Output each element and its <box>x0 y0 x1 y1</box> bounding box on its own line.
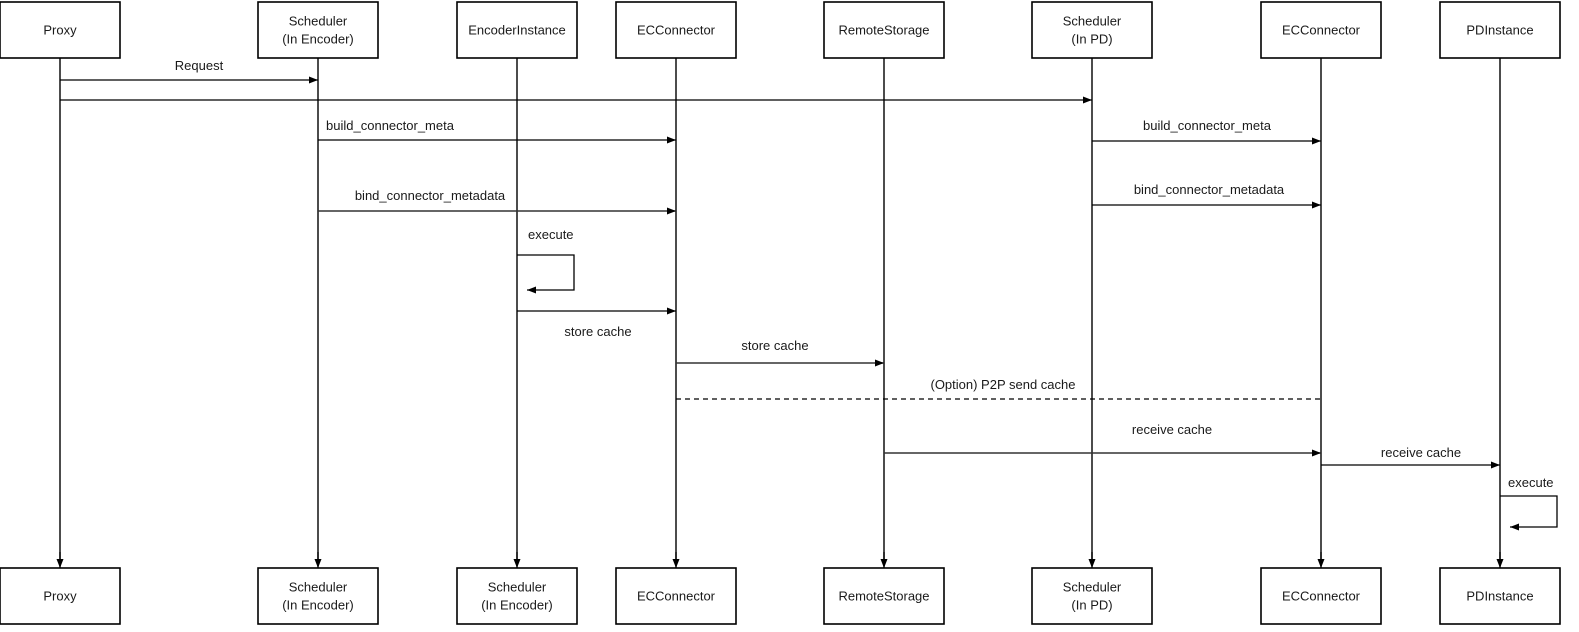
participant-header-box-encoder_inst[interactable] <box>456 1 578 59</box>
participant-header-label-ecconn_pd: ECConnector <box>1282 22 1361 37</box>
participant-footer-label-proxy: Proxy <box>43 588 77 603</box>
self-messages-layer: execute execute <box>517 227 1558 531</box>
message-label-m9: (Option) P2P send cache <box>930 377 1075 392</box>
participant-headers-layer: Proxy Scheduler (In Encoder) EncoderInstanc… <box>0 1 1561 59</box>
message-label-m11: receive cache <box>1381 445 1461 460</box>
participant-header-label-remote_store: RemoteStorage <box>838 22 929 37</box>
participant-footer-label-remote_store: RemoteStorage <box>838 588 929 603</box>
participant-footer-box-ecconn_pd[interactable] <box>1260 567 1382 625</box>
message-label-m3: build_connector_meta <box>326 118 455 133</box>
participant-footer-remote_store[interactable]: RemoteStorage <box>823 567 945 625</box>
participant-header-remote_store[interactable]: RemoteStorage <box>823 1 945 59</box>
participant-footers-layer: Proxy Scheduler (In Encoder) Scheduler (In E… <box>0 567 1561 625</box>
message-label-m7: store cache <box>564 324 631 339</box>
participant-header-encoder_inst[interactable]: EncoderInstance <box>456 1 578 59</box>
participant-header-sched_pd[interactable]: Scheduler (In PD) <box>1031 1 1153 59</box>
participant-header-box-sched_pd[interactable] <box>1031 1 1153 59</box>
participant-footer-pd_inst[interactable]: PDInstance <box>1439 567 1561 625</box>
participant-footer-box-ecconn_enc[interactable] <box>615 567 737 625</box>
participant-header-pd_inst[interactable]: PDInstance <box>1439 1 1561 59</box>
participant-header-box-ecconn_enc[interactable] <box>615 1 737 59</box>
message-label-m1: Request <box>175 58 224 73</box>
participant-header-box-sched_enc[interactable] <box>257 1 379 59</box>
participant-header-sched_enc[interactable]: Scheduler (In Encoder) <box>257 1 379 59</box>
self-message-label-s1: execute <box>528 227 574 242</box>
participant-header-label-line2-sched_enc: (In Encoder) <box>282 31 354 46</box>
participant-footer-label-line1-sched_pd: Scheduler <box>1063 579 1122 594</box>
participant-footer-box-sched_pd[interactable] <box>1031 567 1153 625</box>
participant-header-label-proxy: Proxy <box>43 22 77 37</box>
participant-header-box-proxy[interactable] <box>0 1 121 59</box>
participant-footer-label-ecconn_enc: ECConnector <box>637 588 716 603</box>
participant-header-box-remote_store[interactable] <box>823 1 945 59</box>
self-message-loop-s2 <box>1500 495 1558 531</box>
message-label-m4: build_connector_meta <box>1143 118 1272 133</box>
self-message-loop-s1 <box>517 254 575 294</box>
participant-footer-label-line2-encoder_inst: (In Encoder) <box>481 597 553 612</box>
participant-footer-encoder_inst[interactable]: Scheduler (In Encoder) <box>456 567 578 625</box>
participant-header-label-line2-sched_pd: (In PD) <box>1071 31 1112 46</box>
participant-footer-box-encoder_inst[interactable] <box>456 567 578 625</box>
participant-header-label-pd_inst: PDInstance <box>1466 22 1533 37</box>
participant-footer-label-line2-sched_enc: (In Encoder) <box>282 597 354 612</box>
message-label-m10: receive cache <box>1132 422 1212 437</box>
participant-header-label-line1-sched_pd: Scheduler <box>1063 13 1122 28</box>
message-label-m5: bind_connector_metadata <box>355 188 506 203</box>
participant-footer-sched_enc[interactable]: Scheduler (In Encoder) <box>257 567 379 625</box>
participant-header-ecconn_enc[interactable]: ECConnector <box>615 1 737 59</box>
participant-footer-sched_pd[interactable]: Scheduler (In PD) <box>1031 567 1153 625</box>
participant-footer-ecconn_enc[interactable]: ECConnector <box>615 567 737 625</box>
participant-header-ecconn_pd[interactable]: ECConnector <box>1260 1 1382 59</box>
participant-header-box-ecconn_pd[interactable] <box>1260 1 1382 59</box>
participant-footer-label-line1-sched_enc: Scheduler <box>289 579 348 594</box>
message-label-m8: store cache <box>741 338 808 353</box>
participant-footer-label-pd_inst: PDInstance <box>1466 588 1533 603</box>
lifelines-layer <box>56 58 1504 568</box>
message-label-m6: bind_connector_metadata <box>1134 182 1285 197</box>
messages-layer: Request build_connector_meta build_connect… <box>60 58 1500 469</box>
participant-header-proxy[interactable]: Proxy <box>0 1 121 59</box>
participant-footer-label-ecconn_pd: ECConnector <box>1282 588 1361 603</box>
participant-footer-label-line2-sched_pd: (In PD) <box>1071 597 1112 612</box>
participant-footer-box-remote_store[interactable] <box>823 567 945 625</box>
participant-header-label-encoder_inst: EncoderInstance <box>468 22 566 37</box>
participant-footer-proxy[interactable]: Proxy <box>0 567 121 625</box>
participant-footer-box-pd_inst[interactable] <box>1439 567 1561 625</box>
participant-footer-box-proxy[interactable] <box>0 567 121 625</box>
participant-header-label-ecconn_enc: ECConnector <box>637 22 716 37</box>
participant-footer-ecconn_pd[interactable]: ECConnector <box>1260 567 1382 625</box>
participant-header-box-pd_inst[interactable] <box>1439 1 1561 59</box>
participant-footer-box-sched_enc[interactable] <box>257 567 379 625</box>
self-message-label-s2: execute <box>1508 475 1554 490</box>
participant-footer-label-line1-encoder_inst: Scheduler <box>488 579 547 594</box>
participant-header-label-line1-sched_enc: Scheduler <box>289 13 348 28</box>
